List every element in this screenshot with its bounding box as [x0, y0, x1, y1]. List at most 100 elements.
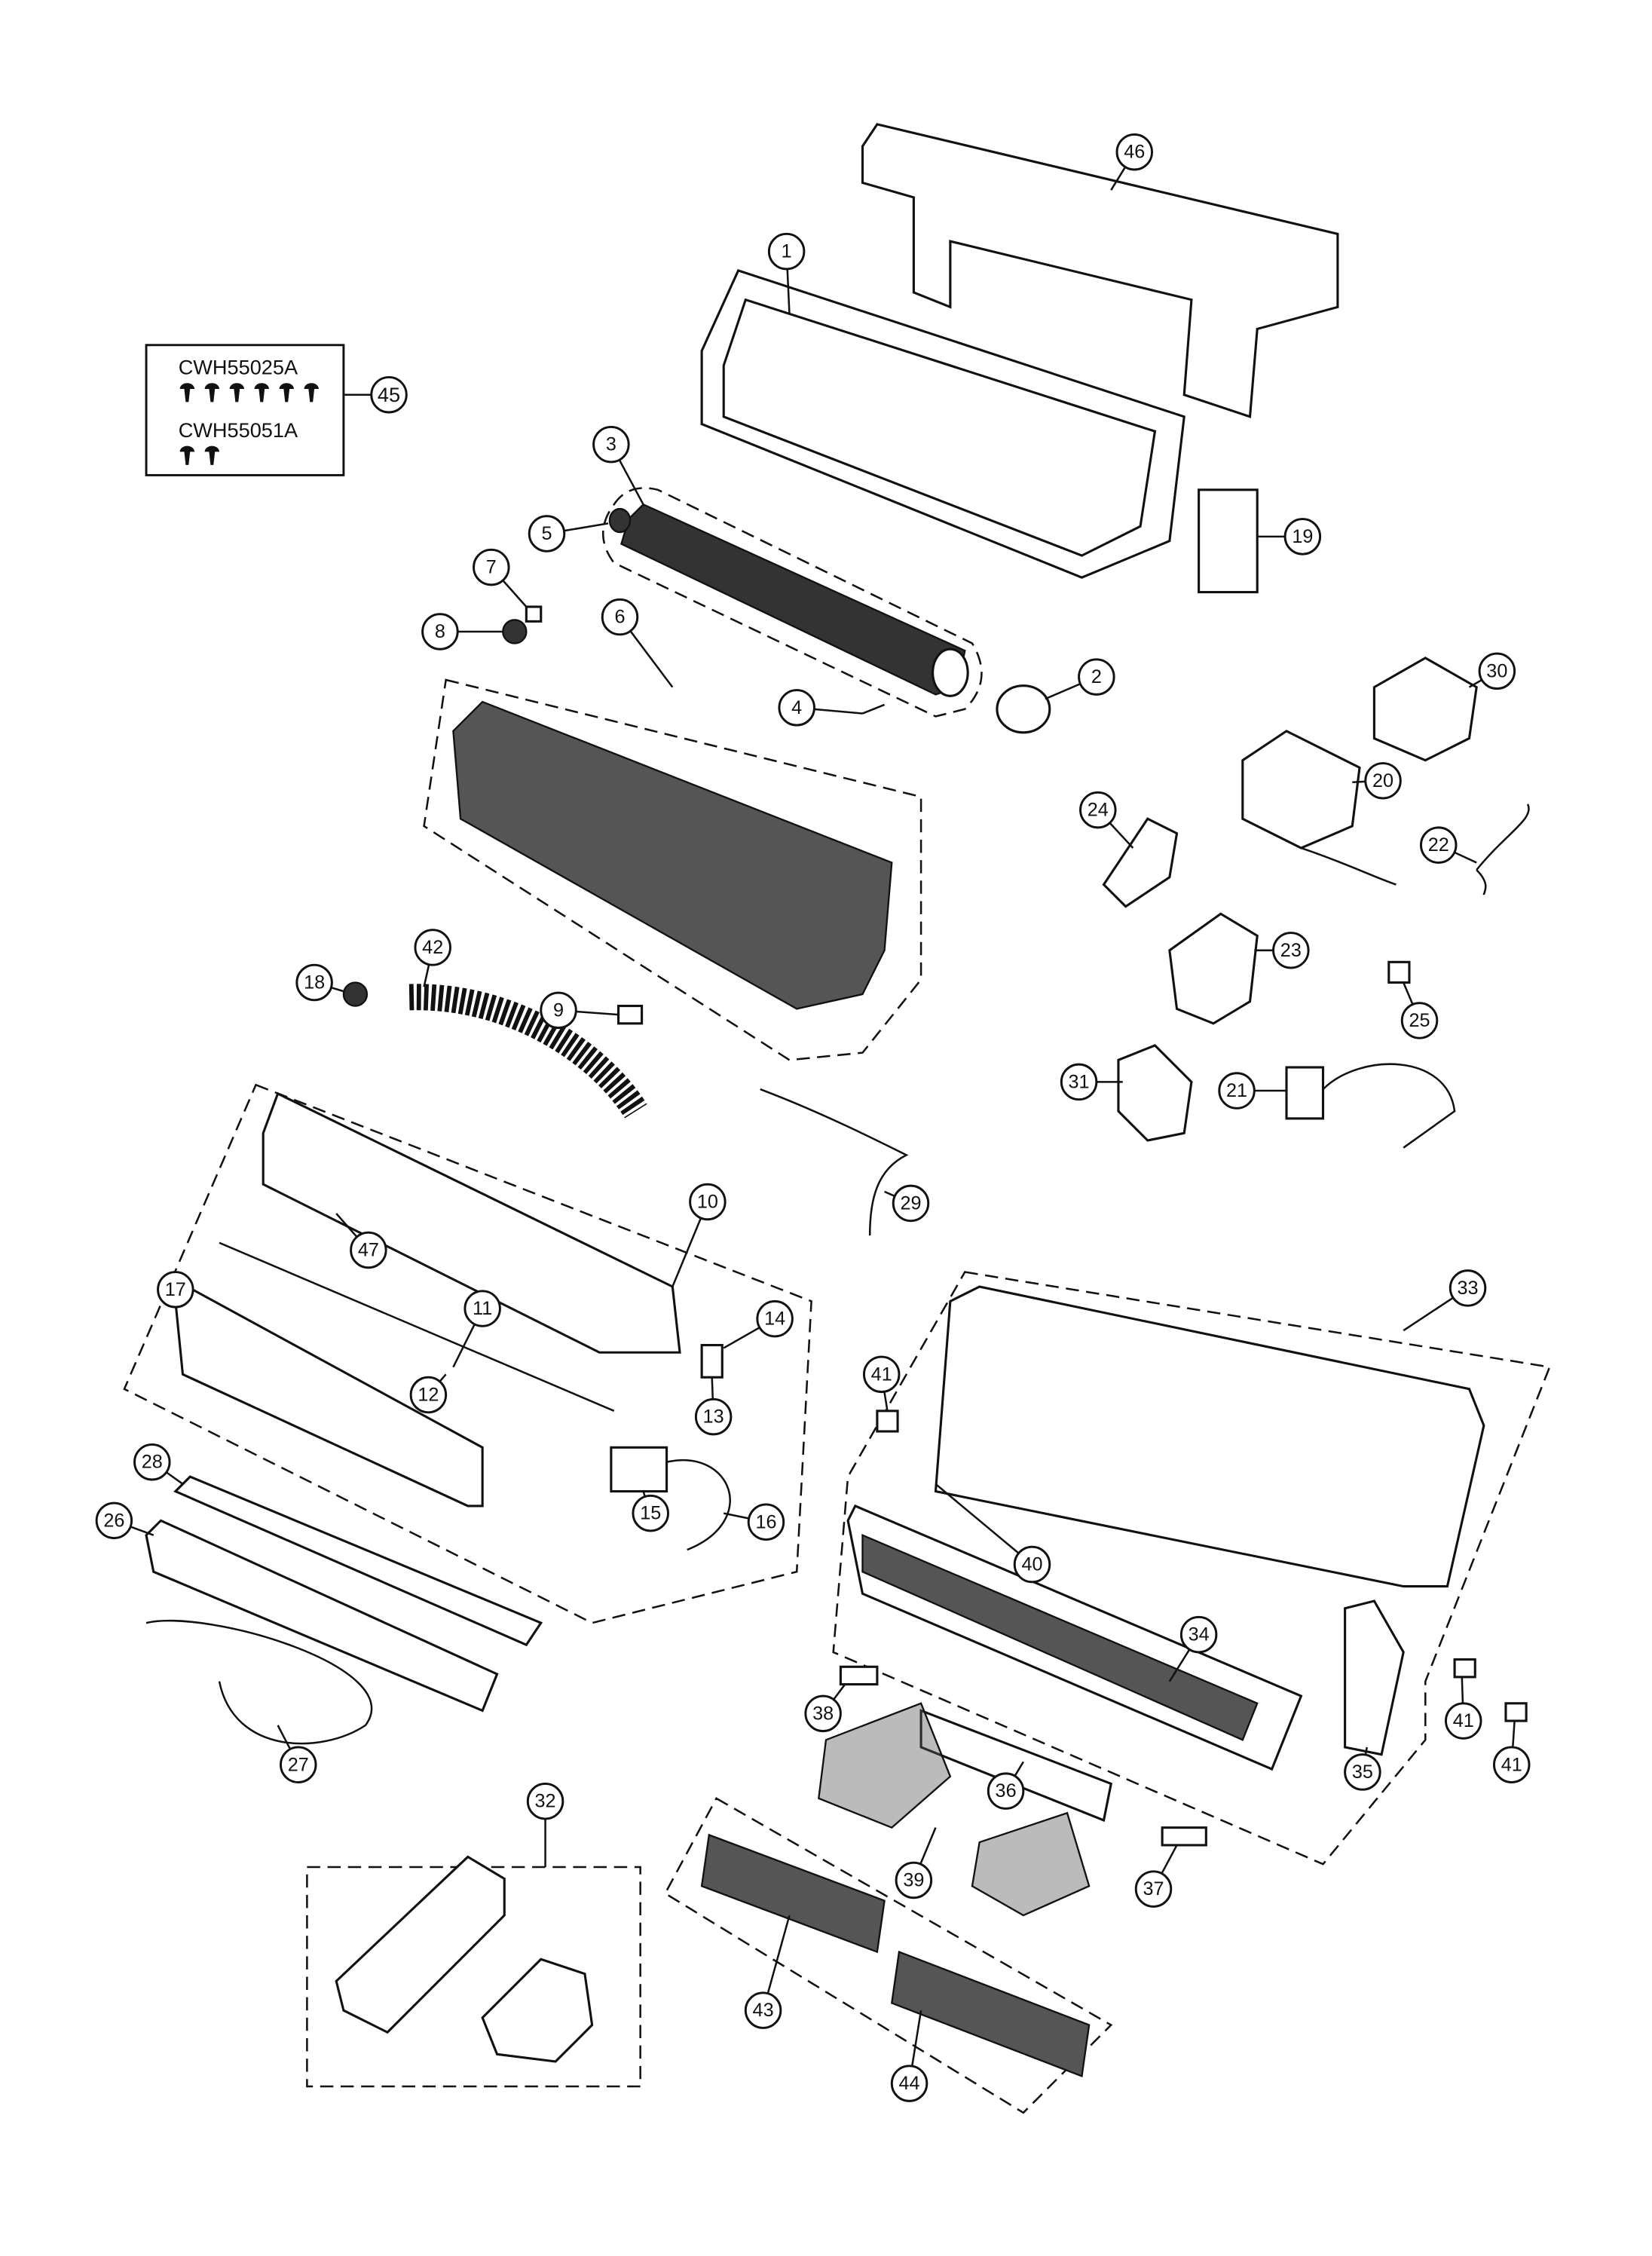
callout-4: 4 — [778, 689, 815, 727]
svg-text:40: 40 — [1021, 1554, 1042, 1575]
svg-text:17: 17 — [165, 1279, 186, 1300]
callout-7: 7 — [473, 548, 510, 586]
part-evaporator — [452, 700, 893, 1010]
svg-text:38: 38 — [812, 1703, 834, 1724]
part-filter-43 — [700, 1833, 886, 1954]
part-fan-motor — [996, 684, 1051, 734]
part-41a — [876, 1410, 899, 1433]
callout-36: 36 — [987, 1772, 1025, 1810]
callout-29: 29 — [892, 1184, 930, 1223]
callout-5: 5 — [528, 515, 566, 553]
leader-line — [277, 1725, 292, 1750]
callout-8: 8 — [421, 613, 459, 650]
svg-text:41: 41 — [871, 1364, 892, 1385]
part-louvers-11 — [219, 1241, 615, 1412]
leader-line — [833, 1683, 846, 1700]
part-chassis-inner — [722, 298, 1157, 557]
svg-text:25: 25 — [1409, 1010, 1430, 1031]
part-bushing-5 — [608, 507, 632, 534]
leader-line — [786, 268, 791, 315]
part-38 — [839, 1665, 879, 1686]
leader-line — [1014, 1761, 1024, 1777]
leader-line — [452, 1324, 476, 1368]
leader-line — [814, 708, 863, 715]
svg-text:19: 19 — [1292, 526, 1313, 547]
callout-14: 14 — [756, 1299, 794, 1338]
parts-drawing — [123, 123, 1551, 2114]
leader-line — [335, 1213, 358, 1238]
leader-line — [1364, 1746, 1368, 1756]
svg-text:2: 2 — [1091, 666, 1102, 687]
leader-line — [883, 1391, 889, 1412]
leader-line — [1109, 822, 1134, 849]
part-19 — [1198, 488, 1259, 594]
callout-28: 28 — [133, 1443, 171, 1481]
svg-text:15: 15 — [640, 1503, 661, 1524]
leader-line — [1512, 1720, 1516, 1748]
group-outline-evaporator — [423, 678, 922, 1061]
callout-38: 38 — [804, 1694, 842, 1733]
svg-text:26: 26 — [103, 1510, 124, 1531]
group-outline-louver — [123, 1083, 812, 1624]
screw-icon — [229, 383, 244, 403]
leader-line — [1403, 1296, 1454, 1332]
leader-line — [884, 1190, 895, 1198]
svg-text:47: 47 — [358, 1239, 379, 1260]
leader-line — [439, 1373, 447, 1382]
callout-1: 1 — [767, 232, 806, 271]
leader-line — [711, 1377, 714, 1400]
screw-kit-box — [145, 344, 345, 476]
part-air-filter-39b — [971, 1811, 1091, 1917]
leader-line — [1461, 1676, 1464, 1703]
part-control-board — [1241, 730, 1361, 849]
callout-44: 44 — [890, 2065, 928, 2102]
callout-20: 20 — [1364, 762, 1402, 800]
svg-text:32: 32 — [535, 1791, 556, 1812]
part-fan-end — [932, 647, 969, 697]
part-cap-18 — [342, 981, 369, 1007]
screw-icons-b — [179, 445, 220, 465]
part-28 — [173, 1475, 543, 1647]
leader-line — [672, 1217, 702, 1287]
callout-22: 22 — [1420, 826, 1458, 864]
part-bearing-8 — [502, 619, 528, 644]
callout-21: 21 — [1218, 1072, 1256, 1110]
callout-43: 43 — [744, 1991, 782, 2029]
svg-text:45: 45 — [378, 383, 400, 406]
callout-26: 26 — [95, 1501, 133, 1540]
callout-19: 19 — [1283, 518, 1322, 556]
svg-text:46: 46 — [1124, 142, 1145, 163]
svg-text:18: 18 — [304, 972, 325, 993]
part-26 — [145, 1519, 499, 1713]
svg-text:44: 44 — [899, 2073, 920, 2094]
callout-42: 42 — [414, 929, 451, 966]
callout-33: 33 — [1449, 1269, 1487, 1307]
part-41c — [1504, 1702, 1528, 1722]
svg-text:6: 6 — [614, 607, 625, 628]
callout-40: 40 — [1013, 1545, 1051, 1584]
part-mounting-plate — [861, 123, 1339, 418]
leader-line — [331, 986, 344, 993]
screw-icon — [304, 383, 319, 403]
callout-23: 23 — [1272, 932, 1310, 969]
leader-line — [1161, 1844, 1178, 1875]
callout-2: 2 — [1078, 658, 1115, 696]
screw-icon — [279, 383, 294, 403]
part-intake-mesh — [861, 1533, 1259, 1741]
svg-text:30: 30 — [1486, 660, 1507, 681]
svg-text:27: 27 — [288, 1754, 309, 1775]
svg-text:37: 37 — [1143, 1878, 1164, 1899]
callout-3: 3 — [592, 425, 630, 464]
leader-line — [1403, 982, 1414, 1005]
part-13 — [700, 1343, 724, 1379]
callout-32: 32 — [526, 1783, 564, 1820]
part-remote-holder — [481, 1958, 594, 2063]
callout-10: 10 — [689, 1183, 727, 1221]
part-23 — [1168, 912, 1259, 1025]
group-outline-filters — [663, 1797, 1113, 2114]
callout-27: 27 — [280, 1746, 317, 1783]
svg-text:35: 35 — [1352, 1762, 1373, 1783]
part-remote-control — [335, 1855, 506, 2034]
callout-13: 13 — [694, 1397, 733, 1436]
leader-line — [910, 2010, 922, 2067]
